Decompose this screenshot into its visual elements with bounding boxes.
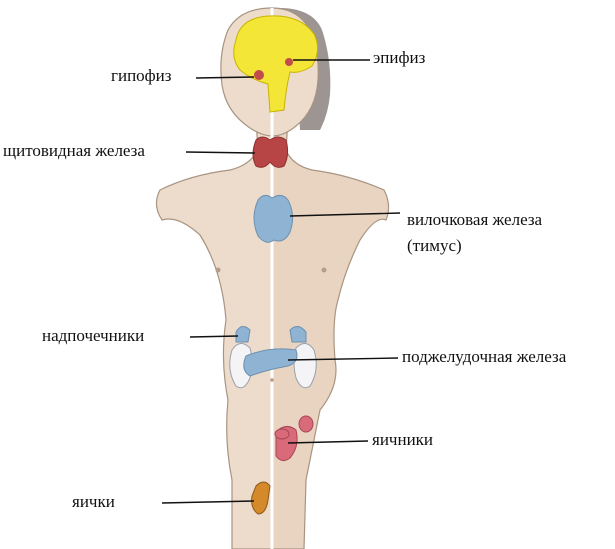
label-ovaries: яичники — [372, 430, 434, 449]
pointer-lines — [161, 59, 401, 504]
female-body — [271, 119, 390, 549]
kidney-left — [229, 343, 253, 389]
pointer-testes — [161, 500, 255, 504]
nipple-left — [215, 267, 221, 273]
pointer-adrenals — [189, 335, 239, 338]
pointer-ovaries — [287, 440, 369, 444]
label-pineal: эпифиз — [373, 48, 426, 67]
thymus-gland — [253, 194, 294, 243]
ovary-right — [298, 415, 314, 433]
label-pituitary: гипофиз — [111, 66, 172, 85]
testis — [251, 481, 271, 515]
pointer-thymus — [289, 212, 401, 217]
pointer-pancreas — [287, 357, 399, 361]
navel — [270, 378, 274, 382]
pointer-thyroid — [185, 151, 256, 154]
pituitary-gland — [254, 70, 264, 80]
kidney-right — [293, 343, 317, 389]
brain — [233, 15, 318, 113]
adrenal-gland-left — [235, 326, 251, 343]
ovary-left — [274, 428, 290, 440]
pineal-gland — [285, 58, 293, 66]
label-testes: яички — [72, 492, 115, 511]
label-thymus-line1: вилочковая железа — [407, 210, 543, 229]
adrenal-gland-right — [289, 326, 307, 343]
label-thyroid: щитовидная железа — [3, 141, 145, 160]
nipple-right — [321, 267, 327, 273]
label-adrenals: надпочечники — [42, 326, 145, 345]
pointer-pituitary — [195, 76, 255, 79]
pancreas — [243, 348, 298, 377]
label-pancreas: поджелудочная железа — [402, 347, 567, 366]
thyroid-gland — [252, 136, 289, 168]
male-body — [155, 119, 273, 549]
label-thymus-line2: (тимус) — [407, 236, 462, 255]
